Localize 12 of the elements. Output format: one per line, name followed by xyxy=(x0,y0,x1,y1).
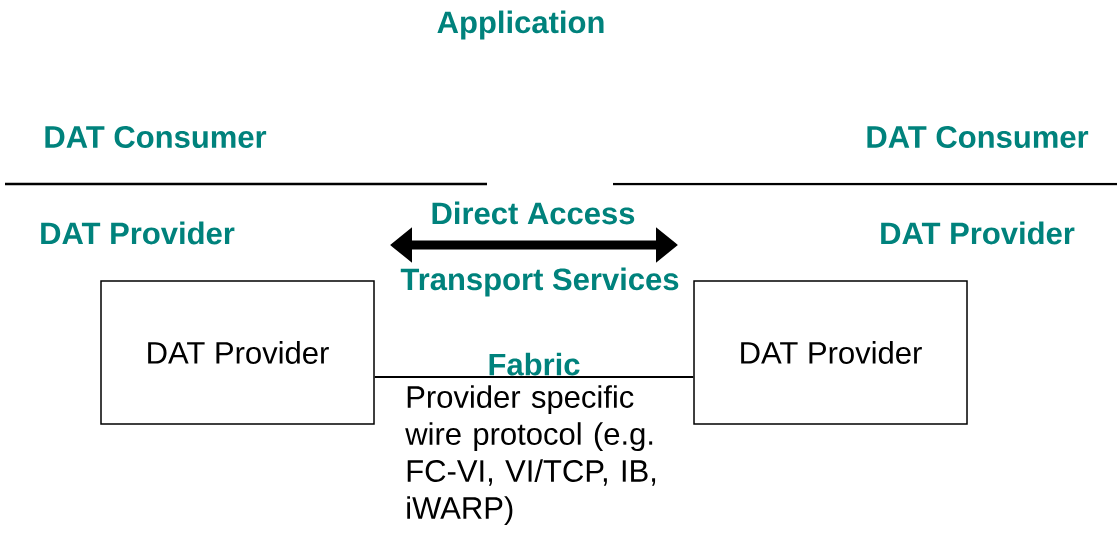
fabric-line xyxy=(373,376,695,379)
provider-box: DAT Provider xyxy=(100,280,375,425)
layer-label: DAT Provider xyxy=(41,221,235,245)
edge-label: Fabric xyxy=(489,352,580,376)
provider-box: DAT Provider xyxy=(693,280,968,425)
layer-label: Transport Services xyxy=(400,267,679,297)
layer-label: Direct Access xyxy=(432,201,635,225)
layer-label: DAT Consumer xyxy=(45,126,267,148)
layer-label: DAT Provider xyxy=(881,221,1075,245)
title: Application xyxy=(437,10,604,40)
note-text: Provider specific wire protocol (e.g. FC-VI, VI/TCP, IB, iWARP) xyxy=(405,385,656,526)
layer-label: DAT Consumer xyxy=(867,126,1089,148)
